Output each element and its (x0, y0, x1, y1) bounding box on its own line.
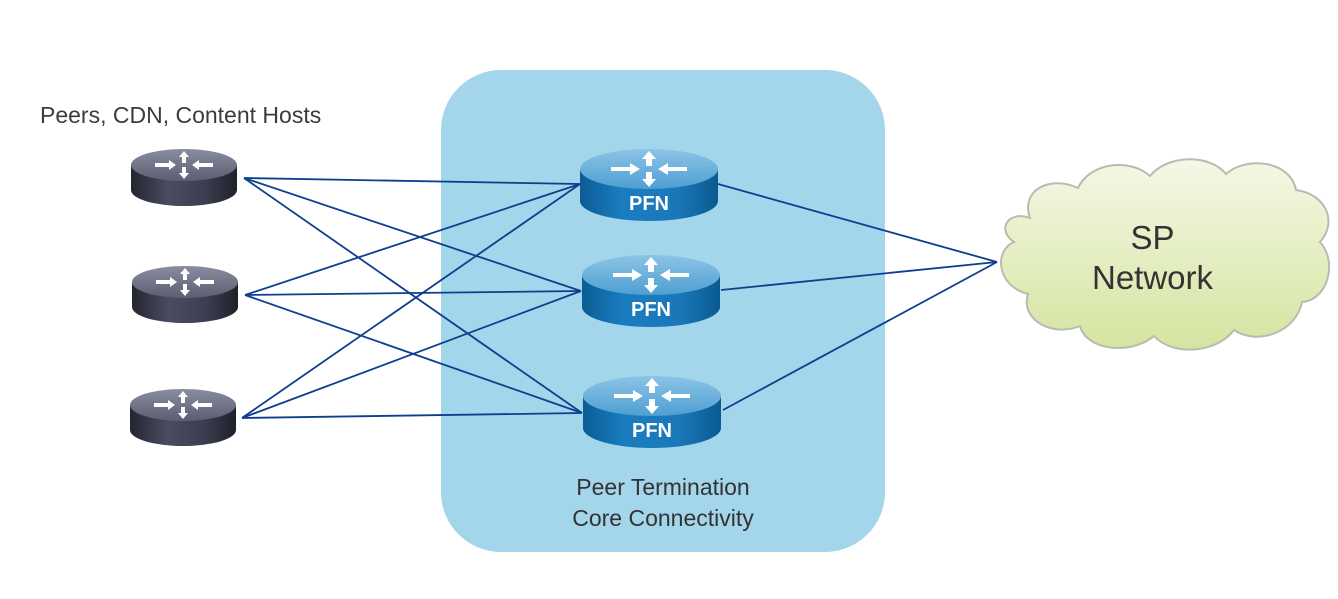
zone-label: Peer Termination Core Connectivity (441, 472, 885, 534)
link-peer-router-3-to-pfn-2 (241, 290, 582, 419)
pfn-router-2[interactable]: PFN (580, 251, 722, 331)
peer-router-3[interactable] (128, 386, 238, 448)
router-arrows-icon (614, 378, 690, 414)
link-peer-router-2-to-pfn-2 (244, 290, 582, 296)
router-arrows-icon (155, 151, 213, 179)
router-arrows-icon (613, 257, 689, 293)
pfn-label: PFN (632, 420, 672, 442)
pfn-router-1[interactable]: PFN (578, 145, 720, 225)
sp-network-cloud[interactable] (990, 150, 1338, 360)
link-peer-router-1-to-pfn-3 (243, 177, 583, 414)
router-arrows-icon (611, 151, 687, 187)
cloud-label: SP Network (1040, 218, 1265, 298)
link-pfn-2-to-sp-network (720, 261, 998, 291)
pfn-label: PFN (629, 193, 669, 215)
cloud-label-line2: Network (1091, 259, 1214, 296)
zone-label-line2: Core Connectivity (572, 505, 754, 531)
peer-router-1[interactable] (129, 146, 239, 208)
router-arrows-icon (154, 391, 212, 419)
link-peer-router-1-to-pfn-2 (243, 177, 582, 292)
zone-label-line1: Peer Termination (576, 474, 750, 500)
link-peer-router-1-to-pfn-1 (243, 177, 581, 185)
peers-label: Peers, CDN, Content Hosts (40, 102, 322, 128)
router-arrows-icon (156, 268, 214, 296)
pfn-router-3[interactable]: PFN (581, 372, 723, 452)
link-peer-router-3-to-pfn-1 (241, 183, 581, 419)
peer-router-2[interactable] (130, 263, 240, 325)
link-pfn-3-to-sp-network (722, 261, 998, 411)
link-peer-router-2-to-pfn-1 (244, 183, 581, 296)
link-pfn-1-to-sp-network (717, 183, 998, 263)
link-peer-router-3-to-pfn-3 (241, 412, 583, 419)
pfn-label: PFN (631, 299, 671, 321)
cloud-label-line1: SP (1130, 219, 1175, 256)
